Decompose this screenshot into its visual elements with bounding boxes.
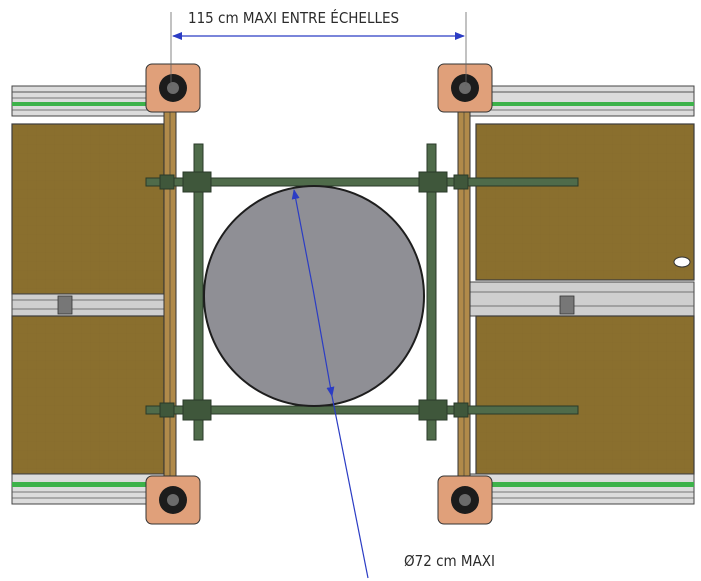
right-platform	[457, 79, 695, 513]
right-top-green-rail	[482, 102, 694, 106]
right-vertical-tube	[426, 143, 437, 441]
left-bottom-green-rail	[12, 482, 168, 487]
corner-plate-bottom-left	[145, 475, 201, 525]
corner-plate-top-left	[145, 63, 201, 113]
diameter-dimension-line	[291, 189, 369, 579]
right-bottom-green-rail	[482, 482, 694, 487]
corner-plate-top-right	[437, 63, 493, 113]
lower-horizontal-tube	[145, 405, 579, 415]
scaffold-frame	[145, 143, 579, 441]
left-platform	[11, 79, 177, 513]
width-dimension-label: 115 cm MAXI ENTRE ÉCHELLES	[186, 9, 402, 27]
diameter-arrow-down	[312, 288, 335, 397]
diameter-arrow-up	[291, 189, 314, 290]
corner-plates	[145, 63, 493, 525]
width-dimension-line	[170, 12, 467, 86]
diameter-dimension-label: Ø72 cm MAXI	[402, 552, 498, 570]
diameter-leader-line	[331, 395, 369, 579]
left-vertical-tube	[193, 143, 204, 441]
left-top-green-rail	[12, 102, 168, 106]
corner-plate-bottom-right	[437, 475, 493, 525]
upper-horizontal-tube	[145, 177, 579, 187]
